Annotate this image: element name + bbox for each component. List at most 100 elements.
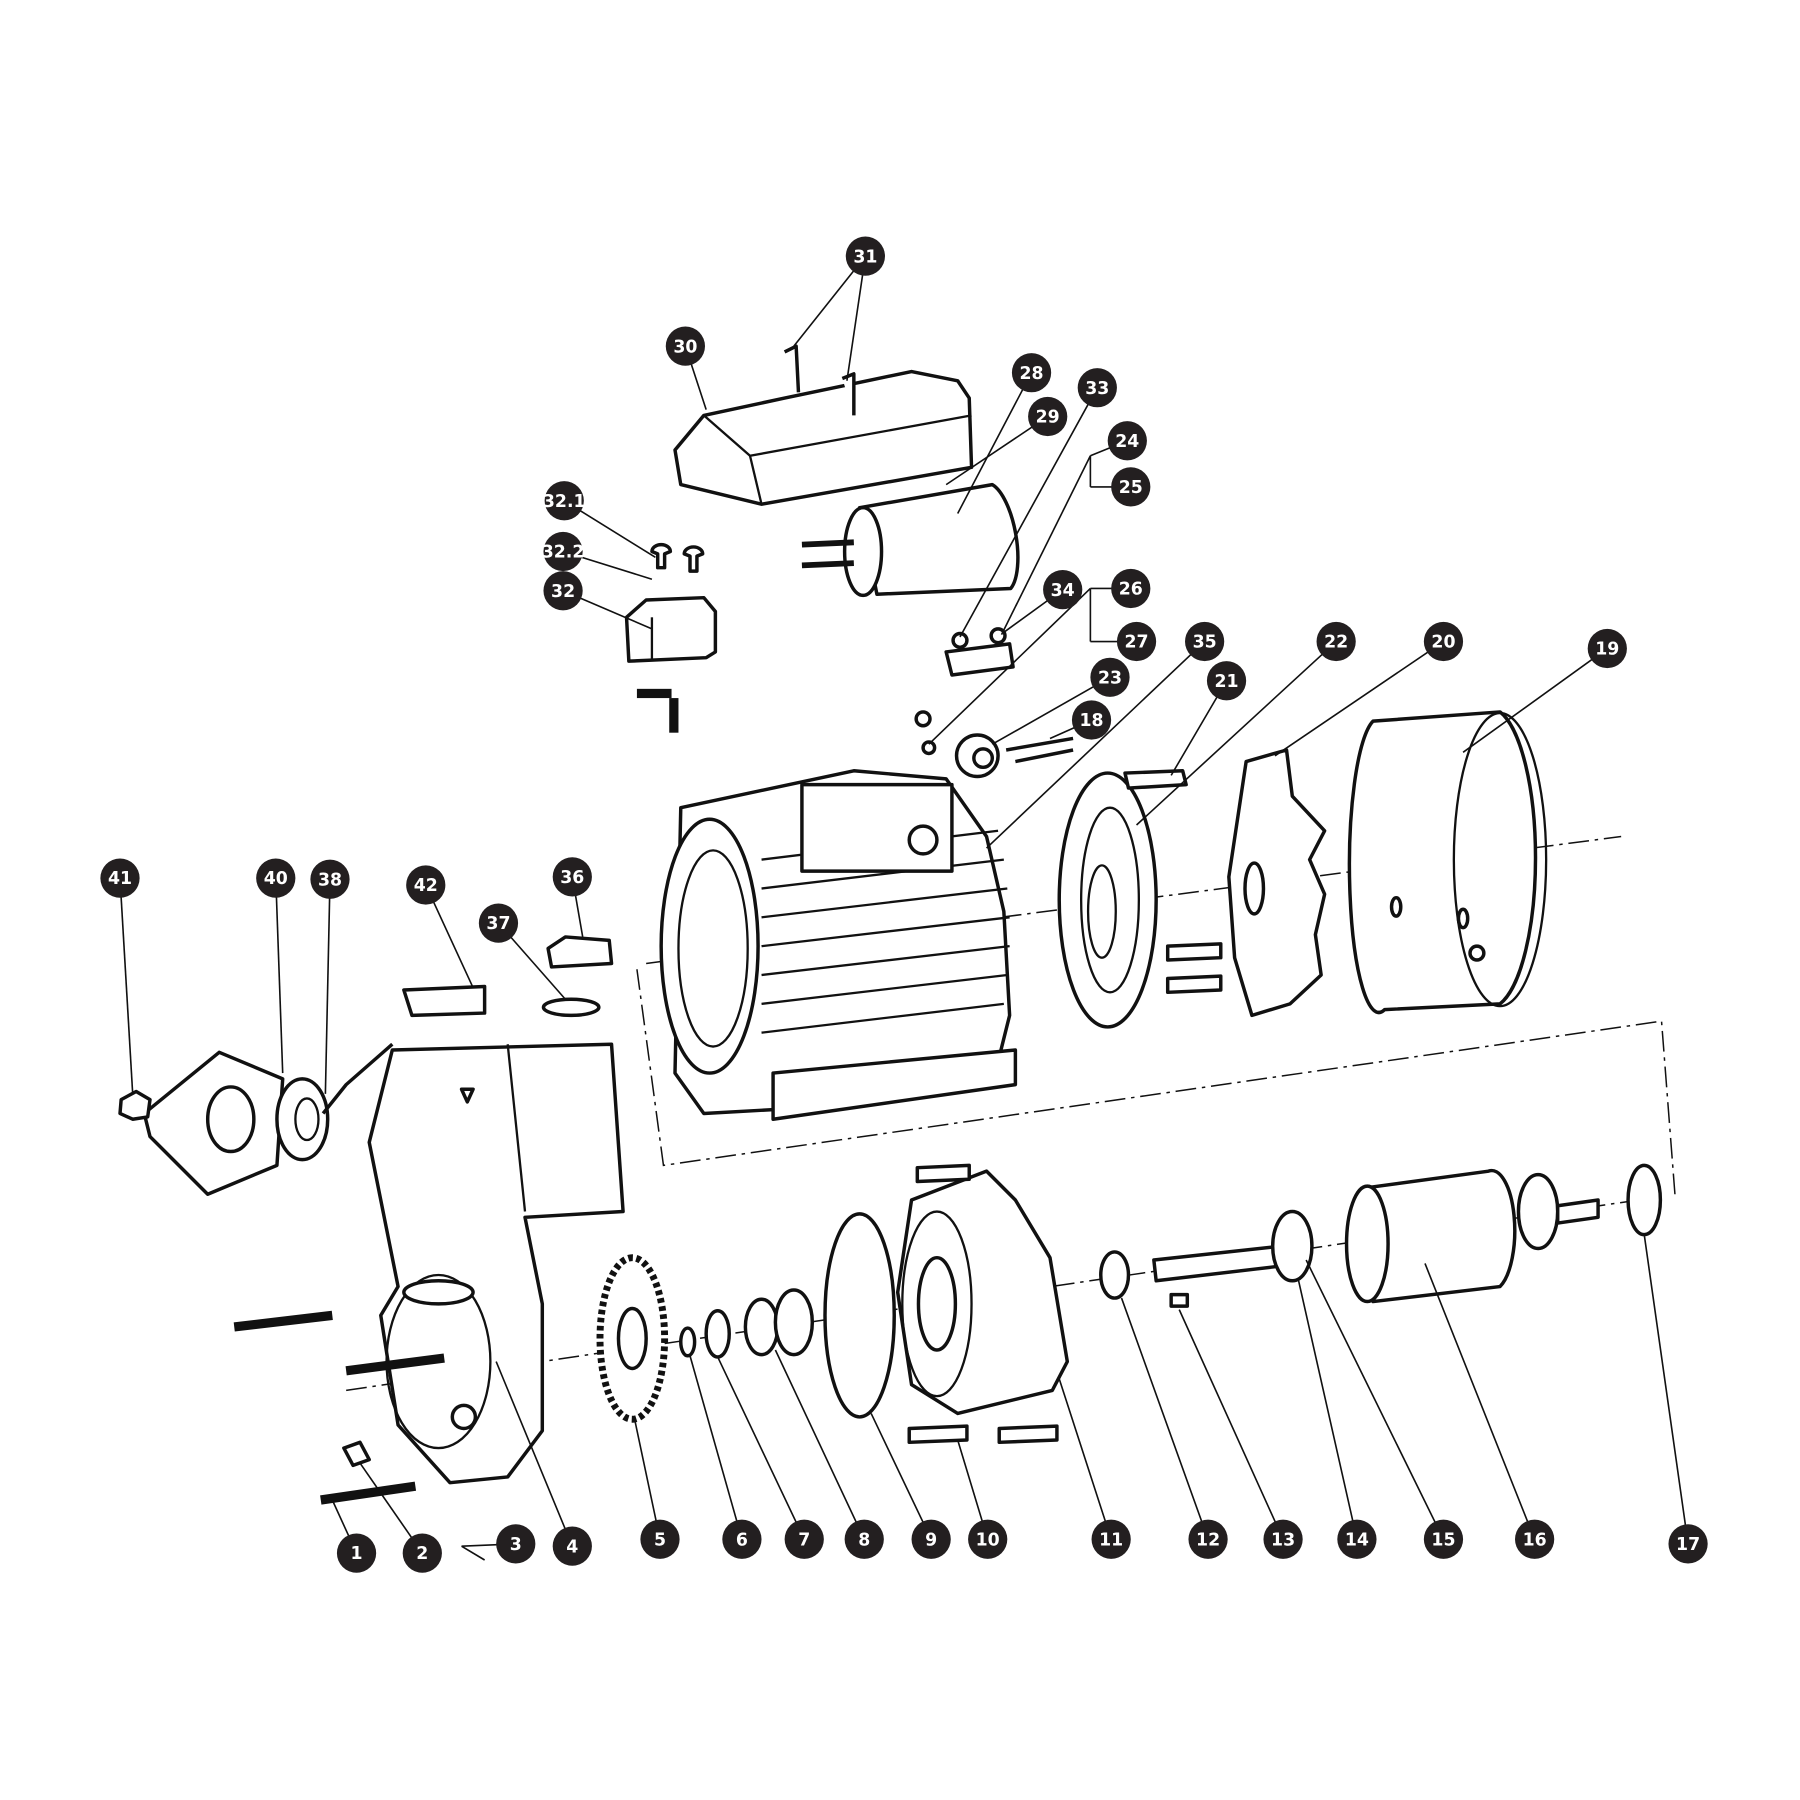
callout-number: 15 xyxy=(1431,1530,1455,1550)
callout-number: 31 xyxy=(853,247,877,267)
badge-circle xyxy=(1316,621,1356,662)
leader-line xyxy=(870,1413,932,1540)
callout-number: 32 xyxy=(551,582,575,602)
badge-circle xyxy=(784,1519,824,1559)
callout-number: 17 xyxy=(1676,1535,1700,1555)
front-bearing xyxy=(1099,1250,1131,1300)
callout-number: 30 xyxy=(673,337,697,357)
callout-badge-32: 32 xyxy=(543,571,583,611)
leader-line xyxy=(928,587,1091,745)
callout-number: 7 xyxy=(798,1530,810,1550)
cable-gland xyxy=(914,710,1074,779)
callout-badge-16: 16 xyxy=(1515,1519,1555,1559)
badge-circle xyxy=(1043,570,1083,610)
callout-number: 24 xyxy=(1115,432,1139,452)
callout-badge-2: 2 xyxy=(402,1533,442,1573)
cooling-fan xyxy=(1227,748,1327,1018)
callout-number: 21 xyxy=(1214,672,1238,692)
badge-circle xyxy=(1028,396,1068,437)
callout-number: 1 xyxy=(351,1544,363,1564)
leader-line xyxy=(1058,1378,1112,1540)
badge-circle xyxy=(310,859,350,899)
callout-number: 32.2 xyxy=(542,543,585,563)
pump-bracket xyxy=(895,1163,1070,1445)
badge-circle xyxy=(1423,621,1464,662)
callout-badge-8: 8 xyxy=(844,1519,884,1559)
badge-circle xyxy=(665,326,705,366)
callout-number: 9 xyxy=(925,1530,937,1550)
callout-badge-21: 21 xyxy=(1206,661,1247,701)
callout-badge-37: 37 xyxy=(478,903,519,943)
callout-badge-41: 41 xyxy=(100,858,140,898)
callout-badge-26: 26 xyxy=(1111,568,1151,609)
callout-number: 42 xyxy=(414,876,438,896)
callout-badge-3: 3 xyxy=(496,1524,536,1564)
callout-number: 14 xyxy=(1345,1530,1369,1550)
callout-number: 3 xyxy=(510,1535,522,1555)
callout-number: 16 xyxy=(1523,1530,1547,1550)
callout-number: 4 xyxy=(566,1537,578,1557)
callout-badge-9: 9 xyxy=(911,1519,951,1559)
callout-number: 26 xyxy=(1119,580,1143,600)
badge-circle xyxy=(1515,1519,1555,1559)
callout-number: 33 xyxy=(1085,379,1109,399)
leader-line xyxy=(1297,1278,1358,1540)
badge-circle xyxy=(1668,1524,1708,1564)
badge-circle xyxy=(543,531,583,572)
callout-badge-12: 12 xyxy=(1188,1519,1228,1559)
badge-circle xyxy=(845,236,885,276)
badge-circle xyxy=(552,1526,592,1566)
callout-number: 13 xyxy=(1271,1530,1295,1550)
callout-badge-1: 1 xyxy=(336,1533,377,1573)
callout-number: 11 xyxy=(1099,1530,1123,1550)
pump-body xyxy=(233,1042,625,1505)
leader-line xyxy=(1120,1297,1209,1540)
callout-badge-5: 5 xyxy=(640,1519,680,1559)
shaft-seal-parts xyxy=(679,1288,815,1359)
motor-housing xyxy=(659,769,1018,1121)
leader-line xyxy=(991,676,1111,745)
callout-badge-22: 22 xyxy=(1316,621,1356,662)
impeller xyxy=(596,1254,669,1423)
badge-circle xyxy=(1188,1519,1228,1559)
leader-line xyxy=(689,1355,743,1540)
rotor-and-shaft xyxy=(1152,1163,1663,1308)
leader-line xyxy=(633,1419,661,1540)
leader-line xyxy=(1274,640,1444,757)
callout-badge-15: 15 xyxy=(1423,1519,1464,1559)
callout-badge-10: 10 xyxy=(968,1519,1008,1559)
leader-line xyxy=(956,372,1033,514)
leader-line xyxy=(274,878,284,1074)
callout-badge-11: 11 xyxy=(1091,1519,1131,1559)
callout-badge-24: 24 xyxy=(1107,421,1147,461)
callout-number: 27 xyxy=(1124,633,1148,653)
badge-circle xyxy=(336,1533,377,1573)
callout-number: 35 xyxy=(1193,633,1217,653)
leader-line xyxy=(119,878,134,1094)
cable-clamp xyxy=(944,627,1015,677)
leader-line xyxy=(985,640,1206,849)
callout-number: 34 xyxy=(1051,581,1075,601)
callout-badge-14: 14 xyxy=(1337,1519,1377,1559)
o-ring xyxy=(823,1212,896,1419)
callout-number: 5 xyxy=(654,1530,666,1550)
callout-badge-17: 17 xyxy=(1668,1524,1708,1564)
callout-number: 36 xyxy=(560,868,584,888)
callout-number: 28 xyxy=(1019,364,1043,384)
callout-number: 18 xyxy=(1079,711,1103,731)
callout-badge-28: 28 xyxy=(1011,353,1052,393)
callout-badge-35: 35 xyxy=(1185,621,1225,662)
callout-badge-33: 33 xyxy=(1077,368,1117,408)
callout-badge-30: 30 xyxy=(665,326,705,366)
callout-number: 23 xyxy=(1098,668,1122,688)
callout-badge-31: 31 xyxy=(845,236,885,276)
leader-line xyxy=(1135,640,1337,826)
leader-line xyxy=(945,415,1049,486)
leader-line xyxy=(846,256,867,381)
badge-circle xyxy=(1185,621,1225,662)
fan-cover xyxy=(1347,710,1548,1015)
callout-badge-29: 29 xyxy=(1028,396,1068,437)
leader-line xyxy=(324,879,331,1094)
badge-circle xyxy=(844,1519,884,1559)
